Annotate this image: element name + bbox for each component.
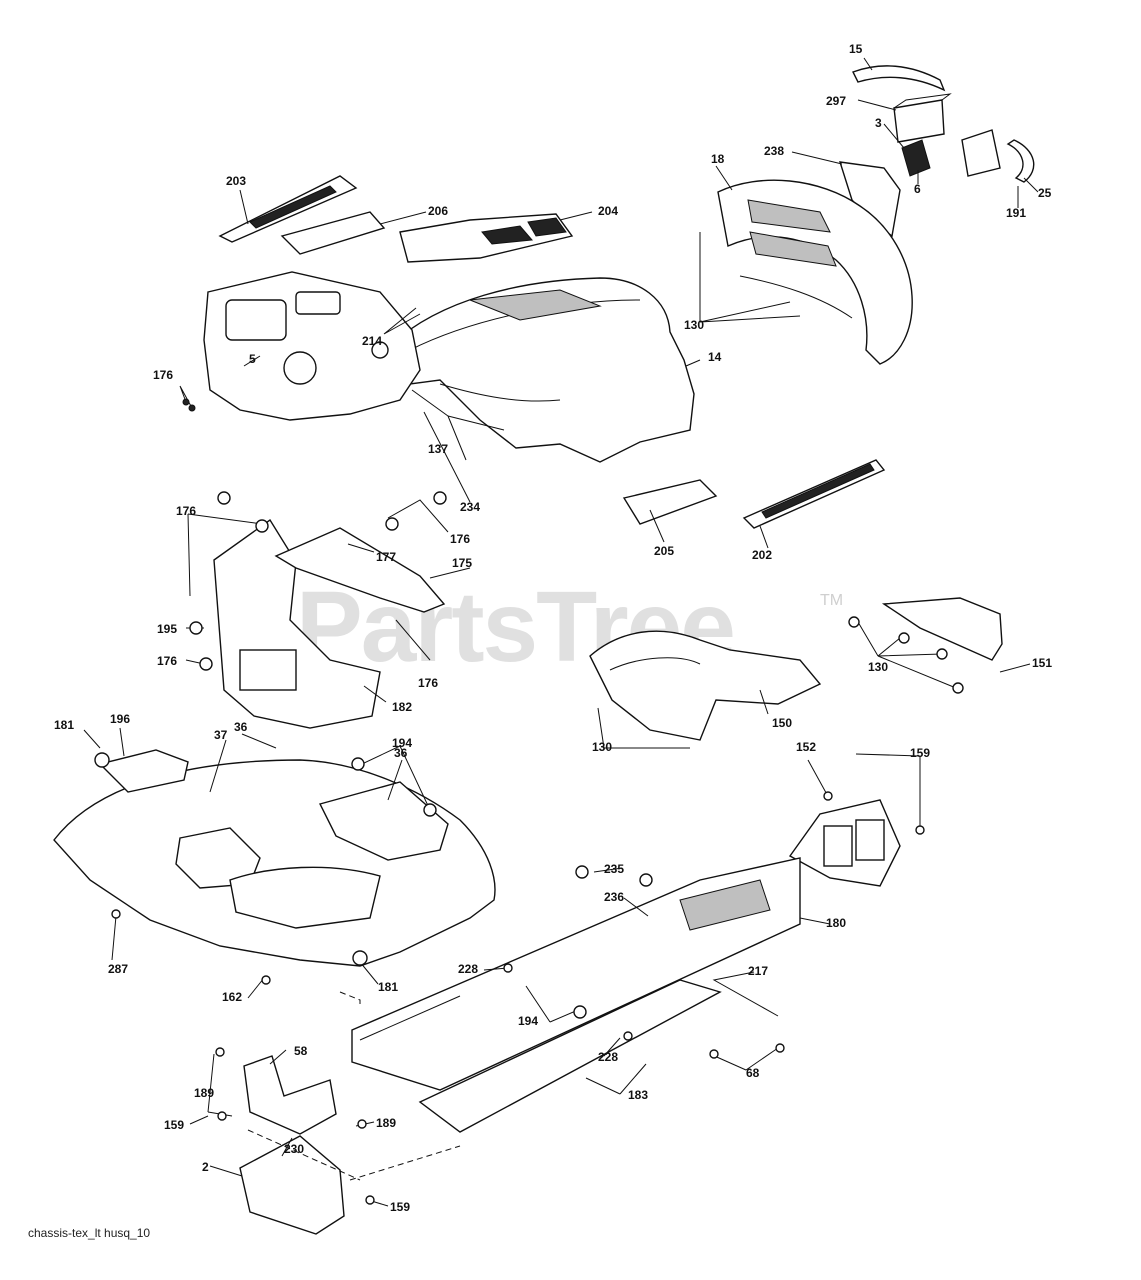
callout-37: 37 [214, 728, 228, 742]
callout-181-left: 181 [54, 718, 75, 732]
part-150-fender [589, 630, 822, 741]
callout-130-fender-bolts: 130 [592, 740, 613, 754]
callout-234: 234 [460, 500, 481, 514]
callout-194-lower: 194 [518, 1014, 539, 1028]
callout-191: 191 [1006, 206, 1027, 220]
callout-5: 5 [249, 352, 256, 366]
callout-68: 68 [746, 1066, 760, 1080]
callout-137: 137 [428, 442, 449, 456]
part-151-bracket [881, 597, 1003, 661]
callout-196: 196 [110, 712, 131, 726]
part-14-hood [391, 277, 695, 463]
callout-58: 58 [294, 1044, 308, 1058]
callout-150: 150 [772, 716, 793, 730]
callout-228-right: 228 [598, 1050, 619, 1064]
callout-202: 202 [752, 548, 773, 562]
callout-25: 25 [1038, 186, 1052, 200]
part-196-cover [98, 749, 189, 793]
callout-230: 230 [284, 1142, 305, 1156]
part-5-dash-panel [203, 271, 421, 421]
callout-176-left: 176 [176, 504, 197, 518]
part-297-block [893, 93, 952, 143]
part-37-seat-pan [53, 759, 496, 967]
callout-130-bracket-bolts: 130 [868, 660, 889, 674]
callout-194-upper: 194 [392, 736, 413, 750]
callout-177: 177 [376, 550, 397, 564]
callout-152: 152 [796, 740, 817, 754]
fasteners [94, 398, 964, 1205]
part-191-block [961, 129, 1001, 177]
callout-189-right: 189 [376, 1116, 397, 1130]
callout-236: 236 [604, 890, 625, 904]
part-3-grille [901, 139, 931, 177]
part-203-handle [218, 175, 358, 243]
part-15-trim [852, 65, 946, 92]
callout-15: 15 [849, 42, 863, 56]
callout-2: 2 [202, 1160, 209, 1174]
callout-235: 235 [604, 862, 625, 876]
callout-203: 203 [226, 174, 247, 188]
callout-36-left: 36 [234, 720, 248, 734]
part-206-tray [280, 211, 386, 255]
part-25-trim [1006, 139, 1035, 183]
part-202-grille-strip [742, 459, 886, 529]
callout-14: 14 [708, 350, 722, 364]
diagram-caption: chassis-tex_lt husq_10 [28, 1226, 151, 1240]
callout-238: 238 [764, 144, 785, 158]
callout-18: 18 [711, 152, 725, 166]
callout-181-right: 181 [378, 980, 399, 994]
callout-130-hood-bolts: 130 [684, 318, 705, 332]
part-58-bracket [243, 1055, 337, 1135]
callout-228-left: 228 [458, 962, 479, 976]
callout-151: 151 [1032, 656, 1053, 670]
callout-159-bottom: 159 [390, 1200, 411, 1214]
part-205-bracket [622, 479, 718, 525]
callout-36-right: 36 [394, 746, 408, 760]
part-204-top-cover [399, 213, 574, 263]
callout-159-rear: 159 [910, 746, 931, 760]
callout-3: 3 [875, 116, 882, 130]
callout-205: 205 [654, 544, 675, 558]
callout-217: 217 [748, 964, 769, 978]
part-175-bracket [274, 527, 446, 613]
watermark-trademark: TM [820, 592, 844, 609]
callout-159-left: 159 [164, 1118, 185, 1132]
callout-6: 6 [914, 182, 921, 196]
part-2-bracket [239, 1135, 345, 1235]
callout-176-lower-left: 176 [157, 654, 178, 668]
callout-206: 206 [428, 204, 449, 218]
callout-189-left: 189 [194, 1086, 215, 1100]
callout-204: 204 [598, 204, 619, 218]
callout-175: 175 [452, 556, 473, 570]
callout-176-right: 176 [450, 532, 471, 546]
callout-297: 297 [826, 94, 847, 108]
callout-214: 214 [362, 334, 383, 348]
callout-176-lower-right: 176 [418, 676, 439, 690]
part-18-front-hood [717, 179, 913, 365]
part-152-rear-bracket [788, 799, 901, 887]
callout-180: 180 [826, 916, 847, 930]
callout-183: 183 [628, 1088, 649, 1102]
callout-176-upper: 176 [153, 368, 174, 382]
callout-162: 162 [222, 990, 243, 1004]
callout-195: 195 [157, 622, 178, 636]
part-180-frame [351, 857, 801, 1133]
callout-287: 287 [108, 962, 129, 976]
callout-182: 182 [392, 700, 413, 714]
part-182-lower-dash [213, 518, 381, 729]
